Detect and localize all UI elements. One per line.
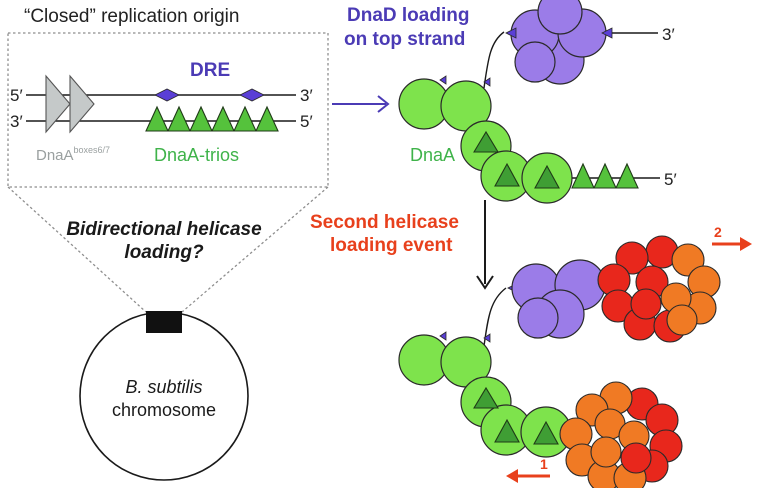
dnaa-bound-trio [473,130,499,153]
origin-locus-marker [146,311,182,333]
dnaa-trio-triangle [593,162,617,189]
origin-top-5prime: 5′ [10,86,23,105]
step1-dre-2 [601,27,613,39]
dre-diamond-1 [154,88,180,102]
dnaa-box-6 [45,74,71,134]
step2-title-line-1: Second helicase [310,212,459,233]
helicase-2-number: 2 [714,224,722,240]
dnaa-bound-trio [534,164,560,189]
step1-title-line-2: on top strand [344,29,465,50]
dnad-subunit [514,41,556,83]
step1-dre-1 [505,27,517,39]
dnaa-trio-triangle [615,162,639,189]
dre-label: DRE [190,60,230,81]
dre-diamond-2 [239,88,265,102]
origin-bottom-3prime: 3′ [10,112,23,131]
dnaa-trio-triangle [571,162,595,189]
origin-dna: 5′ 3′ 3′ 5′ [10,74,313,134]
dnaa-trio-triangle [233,105,257,132]
origin-top-3prime: 3′ [300,86,313,105]
dnad-subunit [517,297,559,339]
dnaa-trio-triangle [255,105,279,132]
step1-bottom-5prime: 5′ [664,170,677,189]
helicase-1-arrow: 1 [506,456,550,483]
dnaa-bound-trio [473,386,499,409]
chromosome-word: chromosome [112,400,216,420]
helicase-2-subunit [666,304,698,336]
dnaa-trios-label: DnaA-trios [154,145,239,165]
dnaa-trio-triangle [145,105,169,132]
step1-dnaa-dre [439,75,447,85]
question-line-1: Bidirectional helicase [66,219,262,240]
origin-bottom-5prime: 5′ [300,112,313,131]
dnaa-label: DnaA [410,145,455,165]
dnaa-bound-trio [533,420,559,445]
dnaa-boxes-label: DnaAboxes6/7 [36,145,110,164]
step1-title-line-1: DnaD loading [347,5,469,26]
dnaa-trio-triangle [189,105,213,132]
step1-complex: 3′ 5′ DnaA [398,0,677,204]
step1-dnaa-dre [483,77,491,87]
dnaa-trio-triangle [167,105,191,132]
dnaa-bound-trio [494,418,520,443]
step1-top-3prime: 3′ [662,25,675,44]
step2-dnaa-dre [483,333,491,343]
helicase-2-subunit [615,241,649,275]
dnaa-bound-trio [494,162,520,187]
step2-complex [398,235,721,488]
helicase-2-subunit [630,288,662,320]
question-line-2: loading? [124,242,204,263]
step-arrow-right [332,95,390,113]
dnaa-box-7 [69,74,95,134]
helicase-1-subunit [590,436,622,468]
step2-title-line-2: loading event [330,235,453,256]
helicase-2-arrow: 2 [712,224,752,251]
helicase-1-subunit [620,442,652,474]
origin-zoom-box [7,32,329,313]
step-arrow-down [476,200,494,290]
step2-dnaa-dre [439,331,447,341]
dnad-subunit [537,0,583,35]
dnaa-trio-triangle [211,105,235,132]
origin-header: “Closed” replication origin [24,6,239,27]
helicase-1-number: 1 [540,456,548,472]
chromosome-species: B. subtilis [125,377,202,397]
